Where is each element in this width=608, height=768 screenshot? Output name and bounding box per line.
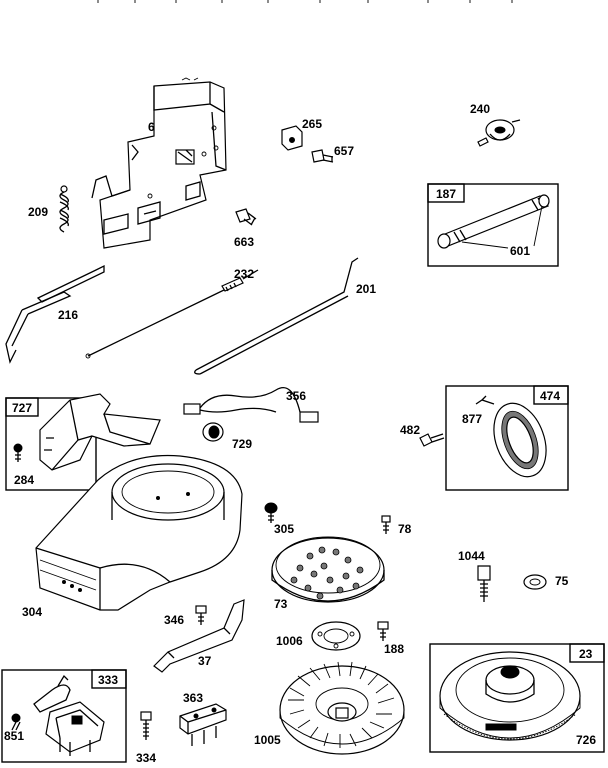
label-334: 334 xyxy=(136,751,156,765)
label-265: 265 xyxy=(302,117,322,131)
bolt-482[interactable] xyxy=(419,433,445,447)
label-657: 657 xyxy=(334,144,354,158)
label-187: 187 xyxy=(436,187,456,201)
label-188: 188 xyxy=(384,642,404,656)
box-474-tag xyxy=(533,385,569,405)
label-726: 726 xyxy=(576,733,596,747)
screw-334[interactable] xyxy=(140,711,152,740)
label-1044: 1044 xyxy=(458,549,485,563)
box-333-tag xyxy=(91,669,127,689)
screw-78[interactable] xyxy=(381,515,391,534)
box-187-tag xyxy=(427,183,465,203)
screw-346[interactable] xyxy=(195,605,207,625)
label-75: 75 xyxy=(555,574,569,588)
box-23-tag xyxy=(569,643,605,663)
label-851: 851 xyxy=(4,729,24,743)
screw-305[interactable] xyxy=(264,502,278,523)
label-284: 284 xyxy=(14,473,34,487)
washer-75[interactable] xyxy=(523,574,547,590)
label-356: 356 xyxy=(286,389,306,403)
screw-851[interactable] xyxy=(11,713,21,731)
screw-284[interactable] xyxy=(13,443,23,462)
label-601: 601 xyxy=(510,244,530,258)
grommet-729[interactable] xyxy=(202,422,224,442)
label-1006: 1006 xyxy=(276,634,303,648)
clip-265[interactable] xyxy=(281,125,303,151)
part-box-474 xyxy=(445,385,569,491)
label-474: 474 xyxy=(540,389,560,403)
cropped-header-marks xyxy=(97,0,513,3)
leader-601 xyxy=(461,205,543,249)
label-37: 37 xyxy=(198,654,212,668)
air-guide-727[interactable] xyxy=(39,393,161,471)
label-209: 209 xyxy=(28,205,48,219)
box-727-tag xyxy=(5,397,39,417)
label-877: 877 xyxy=(462,412,482,426)
label-73: 73 xyxy=(274,597,288,611)
label-23: 23 xyxy=(579,647,593,661)
cable-232[interactable] xyxy=(85,269,259,359)
fuel-filter-240[interactable] xyxy=(477,119,521,147)
flywheel-726[interactable] xyxy=(439,651,581,741)
label-232: 232 xyxy=(234,267,254,281)
label-729: 729 xyxy=(232,437,252,451)
terminal-block-363[interactable] xyxy=(179,703,227,746)
label-305: 305 xyxy=(274,522,294,536)
screw-657[interactable] xyxy=(311,149,334,163)
screen-73[interactable] xyxy=(271,536,385,603)
label-363: 363 xyxy=(183,691,203,705)
ground-bracket-333[interactable] xyxy=(33,674,105,756)
label-346: 346 xyxy=(164,613,184,627)
label-1005: 1005 xyxy=(254,733,281,747)
label-663-lower: 663 xyxy=(234,235,254,249)
armature-877[interactable] xyxy=(475,395,556,484)
control-bracket[interactable] xyxy=(91,77,227,249)
bolt-663-lower[interactable] xyxy=(235,208,257,226)
part-box-187 xyxy=(427,183,559,267)
fan-1005[interactable] xyxy=(279,661,405,755)
label-727: 727 xyxy=(12,401,32,415)
label-78: 78 xyxy=(398,522,412,536)
part-box-23 xyxy=(429,643,605,753)
spring-209[interactable] xyxy=(59,185,69,233)
part-box-727 xyxy=(5,397,97,491)
link-201[interactable] xyxy=(194,257,359,375)
stud-1044[interactable] xyxy=(477,565,491,602)
link-216[interactable] xyxy=(5,264,105,364)
screw-188[interactable] xyxy=(377,621,389,641)
label-201: 201 xyxy=(356,282,376,296)
label-240: 240 xyxy=(470,102,490,116)
retainer-1006[interactable] xyxy=(311,621,361,651)
label-216: 216 xyxy=(58,308,78,322)
label-333: 333 xyxy=(98,673,118,687)
label-304: 304 xyxy=(22,605,42,619)
blower-housing-304[interactable] xyxy=(35,454,243,611)
air-vane-37[interactable] xyxy=(153,599,245,673)
part-box-333 xyxy=(1,669,127,763)
fuel-line-187[interactable] xyxy=(437,194,550,249)
label-482: 482 xyxy=(400,423,420,437)
wire-356[interactable] xyxy=(183,386,319,423)
